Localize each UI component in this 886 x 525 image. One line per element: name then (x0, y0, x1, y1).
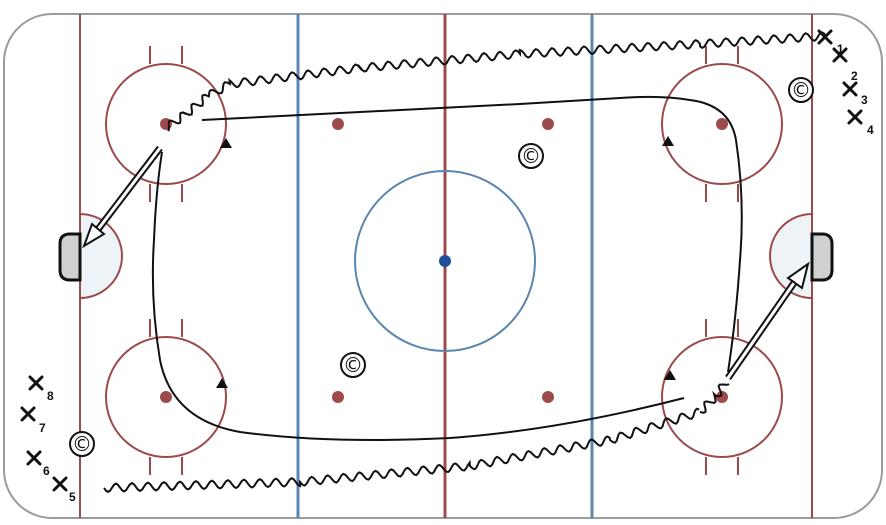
faceoff-dot (160, 391, 172, 403)
player-number: 7 (39, 421, 46, 435)
coach-icon: © (518, 143, 544, 169)
player-number: 3 (861, 93, 868, 107)
cone-icon (662, 136, 674, 146)
coach-icon: © (788, 77, 814, 103)
left-net (58, 232, 82, 282)
faceoff-dot (332, 391, 344, 403)
skate-path-bottom (151, 151, 685, 441)
skate-path-top (201, 95, 743, 373)
cone-icon (216, 378, 228, 388)
player-number: 8 (47, 389, 54, 403)
faceoff-circle-bottom-right (661, 319, 783, 475)
player-number: 4 (867, 123, 874, 137)
faceoff-dot (542, 118, 554, 130)
faceoff-circle-bottom-left (105, 319, 227, 475)
cone-icon (220, 138, 232, 148)
faceoff-dot (332, 118, 344, 130)
svg-text:©: © (72, 432, 92, 456)
skate-with-puck-path-top (207, 31, 827, 98)
center-faceoff-dot (439, 255, 451, 267)
player-number: 1 (837, 42, 844, 56)
svg-text:©: © (343, 353, 363, 377)
coach-icon: © (69, 431, 95, 457)
player-number: 5 (69, 490, 76, 504)
faceoff-dot (542, 391, 554, 403)
right-net (810, 232, 834, 282)
svg-text:©: © (521, 144, 541, 168)
cone-icon (664, 370, 676, 380)
player-x-icon (20, 375, 68, 492)
faceoff-dot (716, 391, 728, 403)
skate-with-puck-path-top-drop (167, 93, 209, 132)
skate-with-puck-path-bottom (103, 407, 700, 494)
faceoff-dot (716, 118, 728, 130)
svg-text:©: © (791, 78, 811, 102)
faceoff-circle-top-right (661, 46, 783, 202)
coach-icon: © (340, 352, 366, 378)
shot-arrow-right (725, 261, 810, 380)
skate-with-puck-path-bottom-rise (699, 383, 730, 414)
player-x-icon (817, 29, 863, 125)
center-circle (354, 170, 536, 352)
player-number: 6 (43, 464, 50, 478)
player-number: 2 (851, 69, 858, 83)
shot-arrow-left (82, 145, 163, 249)
faceoff-circle-top-left (105, 46, 227, 202)
